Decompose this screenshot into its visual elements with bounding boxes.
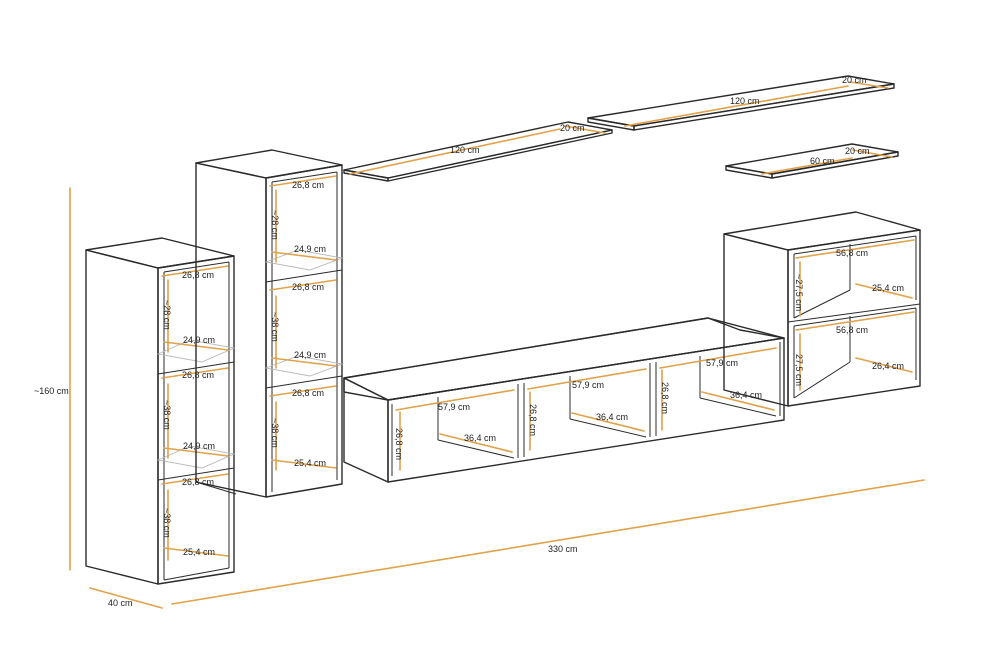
cube-top-depth: 25,4 cm bbox=[872, 283, 904, 293]
vl-c2-depth: 24,9 cm bbox=[183, 441, 215, 451]
shelf1-length-label: 120 cm bbox=[450, 145, 480, 155]
tv-s2-depth: 36,4 cm bbox=[596, 412, 628, 422]
shelf3-depth-label: 20 cm bbox=[845, 146, 870, 156]
wall-shelf-3: 60 cm 20 cm bbox=[725, 143, 899, 179]
tv-s2-height: 26,8 cm bbox=[528, 404, 538, 436]
vl-c2-width: 26,8 cm bbox=[182, 370, 214, 380]
vm-c2-height: ~38 cm bbox=[270, 312, 280, 342]
tv-s1-height: 26,8 cm bbox=[394, 428, 404, 460]
vl-c3-depth: 25,4 cm bbox=[183, 547, 215, 557]
vm-c1-height: ~28 cm bbox=[270, 210, 280, 240]
cube-unit: 56,8 cm ~27,5 cm 25,4 cm 56,8 cm 27,5 cm… bbox=[723, 211, 921, 407]
vm-c1-width: 26,8 cm bbox=[292, 180, 324, 190]
cube-bot-depth: 26,4 cm bbox=[872, 361, 904, 371]
overall-width-label: 330 cm bbox=[548, 544, 578, 554]
overall-height-label: ~160 cm bbox=[34, 386, 69, 396]
wall-shelf-2: 120 cm 20 cm bbox=[587, 75, 895, 131]
overall-dimensions: ~160 cm 330 cm 40 cm bbox=[34, 187, 925, 609]
vl-c3-height: ~38 cm bbox=[162, 508, 172, 538]
wall-shelf-1: 120 cm 20 cm bbox=[343, 121, 613, 182]
tv-s3-width: 57,9 cm bbox=[706, 358, 738, 368]
shelf3-length-label: 60 cm bbox=[810, 156, 835, 166]
tv-s2-width: 57,9 cm bbox=[572, 380, 604, 390]
vm-c3-depth: 25,4 cm bbox=[294, 458, 326, 468]
shelf2-length-label: 120 cm bbox=[730, 96, 760, 106]
vm-c2-depth: 24,9 cm bbox=[294, 350, 326, 360]
vl-c1-depth: 24,9 cm bbox=[183, 335, 215, 345]
vm-c3-height: ~38 cm bbox=[270, 418, 280, 448]
vm-c2-width: 26,8 cm bbox=[292, 282, 324, 292]
vl-c1-height: ~28 cm bbox=[162, 300, 172, 330]
cube-top-height: ~27,5 cm bbox=[794, 274, 804, 311]
shelf1-depth-label: 20 cm bbox=[560, 123, 585, 133]
tv-s1-width: 57,9 cm bbox=[438, 402, 470, 412]
shelf2-depth-label: 20 cm bbox=[842, 75, 867, 85]
vitrine-left: 26,8 cm ~28 cm 24,9 cm 26,8 cm ~38 cm 24… bbox=[85, 237, 236, 585]
cube-bot-height: 27,5 cm bbox=[794, 354, 804, 386]
vitrine-mid: 26,8 cm ~28 cm 24,9 cm 26,8 cm ~38 cm 24… bbox=[195, 149, 344, 498]
cube-bot-width: 56,8 cm bbox=[836, 325, 868, 335]
vm-c3-width: 26,8 cm bbox=[292, 388, 324, 398]
overall-depth-label: 40 cm bbox=[108, 598, 133, 608]
vl-c2-height: ~38 cm bbox=[162, 400, 172, 430]
tv-s3-height: 26,8 cm bbox=[660, 382, 670, 414]
vl-c1-width: 26,8 cm bbox=[182, 270, 214, 280]
vm-c1-depth: 24,9 cm bbox=[294, 244, 326, 254]
cube-top-width: 56,8 cm bbox=[836, 248, 868, 258]
tv-s1-depth: 36,4 cm bbox=[464, 433, 496, 443]
tv-unit: 57,9 cm 26,8 cm 36,4 cm 57,9 cm 26,8 cm … bbox=[343, 317, 785, 483]
